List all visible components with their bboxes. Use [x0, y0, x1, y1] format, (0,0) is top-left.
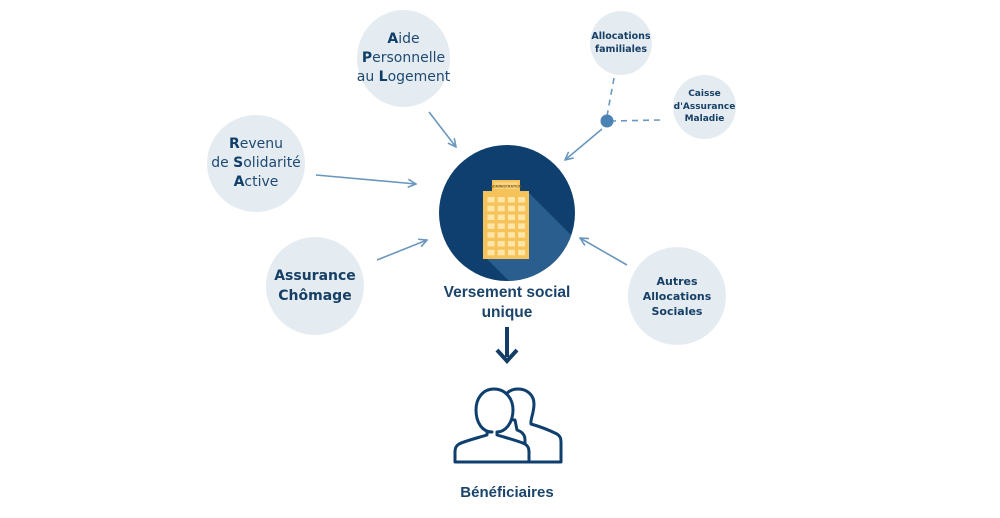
building-window	[507, 223, 515, 229]
chomage-line-2: Chômage	[278, 288, 352, 304]
chomage-line-1: Assurance	[274, 268, 356, 284]
building-window	[497, 232, 505, 238]
building-windows	[487, 197, 526, 256]
bubble-caisse-assurance-maladie: Caisse d'Assurance Maladie	[673, 75, 736, 139]
building-window	[497, 205, 505, 212]
autres-line-1: Autres	[656, 274, 698, 288]
building-window	[518, 232, 526, 238]
building-sign: ADMINISTRATION	[491, 185, 522, 189]
building-window	[507, 241, 515, 247]
central-label-line-2: unique	[481, 304, 533, 321]
building-window	[487, 223, 495, 229]
rsa-line-3: Active	[233, 174, 279, 190]
building-window	[487, 249, 495, 256]
building-window	[507, 205, 515, 212]
building-window	[518, 241, 526, 247]
building-window	[507, 249, 515, 256]
arrow-chomage	[376, 240, 427, 261]
building-window	[497, 223, 505, 229]
apl-line-1: Aide	[387, 31, 420, 47]
apl-line-3: au Logement	[356, 69, 451, 85]
bubble-assurance-chomage: Assurance Chômage	[266, 237, 364, 335]
arrow-junction	[565, 128, 603, 160]
building-window	[518, 214, 526, 221]
dashed-link-caf	[606, 77, 615, 117]
junction-dot	[600, 114, 614, 128]
central-circle: ADMINISTRATION	[439, 145, 575, 281]
building-window	[487, 232, 495, 238]
bubble-revenu-solidarite-active: Revenu de Solidarité Active	[207, 115, 305, 212]
caf-line-1: Allocations	[591, 31, 651, 42]
building-window	[487, 205, 495, 212]
building-window	[507, 214, 515, 221]
autres-line-2: Allocations	[642, 289, 712, 303]
arrow-rsa	[315, 174, 416, 184]
building-window	[487, 241, 495, 247]
building-window	[487, 197, 495, 203]
central-label-line-1: Versement social	[443, 284, 571, 301]
building-window	[518, 197, 526, 203]
building-window	[518, 205, 526, 212]
bubble-allocations-familiales: Allocations familiales	[590, 11, 652, 75]
beneficiaires-label: Bénéficiaires	[460, 484, 554, 501]
building-icon: ADMINISTRATION	[483, 180, 575, 281]
cpam-line-2: d'Assurance	[673, 101, 736, 112]
cpam-line-1: Caisse	[688, 89, 721, 100]
building-window	[507, 197, 515, 203]
building-window	[497, 249, 505, 256]
down-arrow	[495, 327, 519, 364]
dashed-link-cpam	[611, 119, 661, 122]
apl-line-2: Personnelle	[361, 50, 446, 66]
arrow-autres	[580, 238, 628, 266]
people-icon	[453, 387, 563, 464]
arrow-apl	[428, 111, 456, 147]
building-window	[497, 214, 505, 221]
building-window	[518, 223, 526, 229]
building-window	[507, 232, 515, 238]
building-window	[497, 197, 505, 203]
building-window	[497, 241, 505, 247]
autres-line-3: Sociales	[651, 304, 703, 318]
building-window	[518, 249, 526, 256]
bubble-aide-personnelle-logement: Aide Personnelle au Logement	[357, 10, 450, 107]
person-front	[453, 387, 531, 464]
building-window	[487, 214, 495, 221]
caf-line-2: familiales	[595, 44, 647, 55]
rsa-line-2: de Solidarité	[211, 155, 301, 171]
bubble-autres-allocations-sociales: Autres Allocations Sociales	[628, 247, 726, 345]
cpam-line-3: Maladie	[684, 114, 725, 125]
central-label: Versement social unique	[406, 283, 608, 323]
rsa-line-1: Revenu	[228, 136, 284, 152]
